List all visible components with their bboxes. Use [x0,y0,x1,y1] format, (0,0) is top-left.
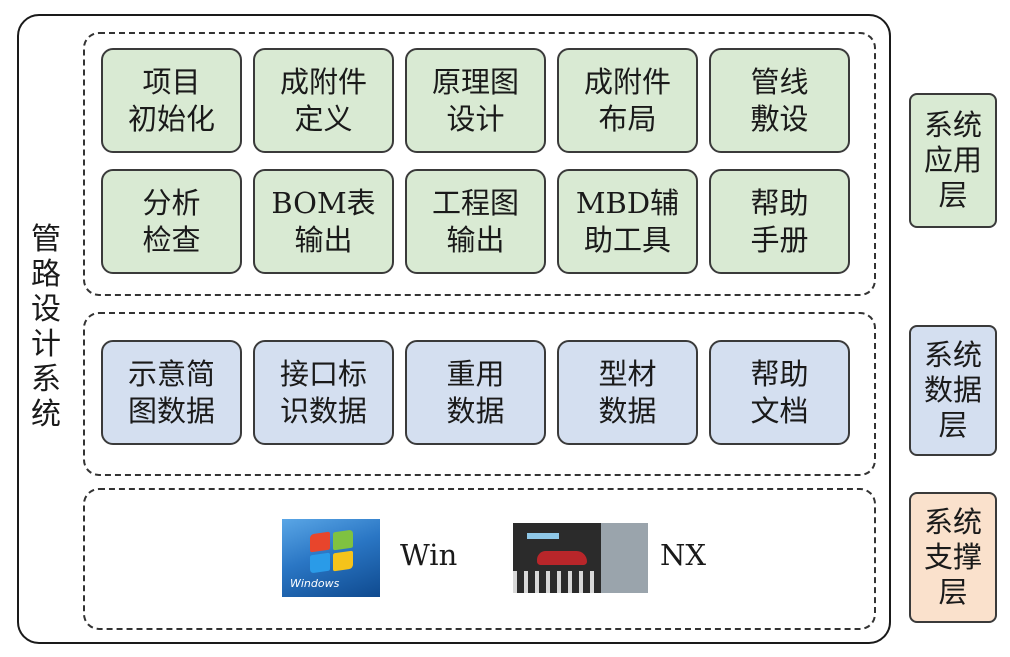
module-component-definition: 成附件定义 [253,48,394,153]
windows-logo-text: Windows [290,577,340,590]
legend-application-layer: 系统 应用 层 [909,93,997,228]
data-profile: 型材数据 [557,340,698,445]
windows-flag-green [333,529,353,551]
module-drawing-output: 工程图输出 [405,169,546,274]
system-title-char: 统 [31,397,61,432]
system-title-char: 路 [31,257,61,292]
windows-flag-blue [310,552,330,574]
module-analysis-check: 分析检查 [101,169,242,274]
system-title: 管 路 设 计 系 统 [24,222,68,432]
support-layer-zone [83,488,876,630]
module-mbd-tools: MBD辅助工具 [557,169,698,274]
module-project-init: 项目初始化 [101,48,242,153]
data-help-docs: 帮助文档 [709,340,850,445]
windows-logo-icon: Windows [282,519,380,597]
legend-data-layer: 系统 数据 层 [909,325,997,456]
system-title-char: 计 [31,327,61,362]
module-pipe-routing: 管线敷设 [709,48,850,153]
application-layer-zone [83,32,876,296]
data-schematic: 示意简图数据 [101,340,242,445]
windows-flag-red [310,531,330,553]
data-layer-zone [83,312,876,476]
system-title-char: 设 [31,292,61,327]
data-interface-id: 接口标识数据 [253,340,394,445]
windows-flag-yellow [333,550,353,572]
nx-screenshot-icon [513,523,648,593]
module-bom-output: BOM表输出 [253,169,394,274]
legend-support-layer: 系统 支撑 层 [909,492,997,623]
pipeline-design-system-frame [17,14,891,644]
data-reuse: 重用数据 [405,340,546,445]
system-title-char: 管 [31,222,61,257]
module-schematic-design: 原理图设计 [405,48,546,153]
module-help-manual: 帮助手册 [709,169,850,274]
module-component-layout: 成附件布局 [557,48,698,153]
win-label: Win [400,538,458,572]
nx-label: NX [660,538,707,572]
system-title-char: 系 [31,362,61,397]
